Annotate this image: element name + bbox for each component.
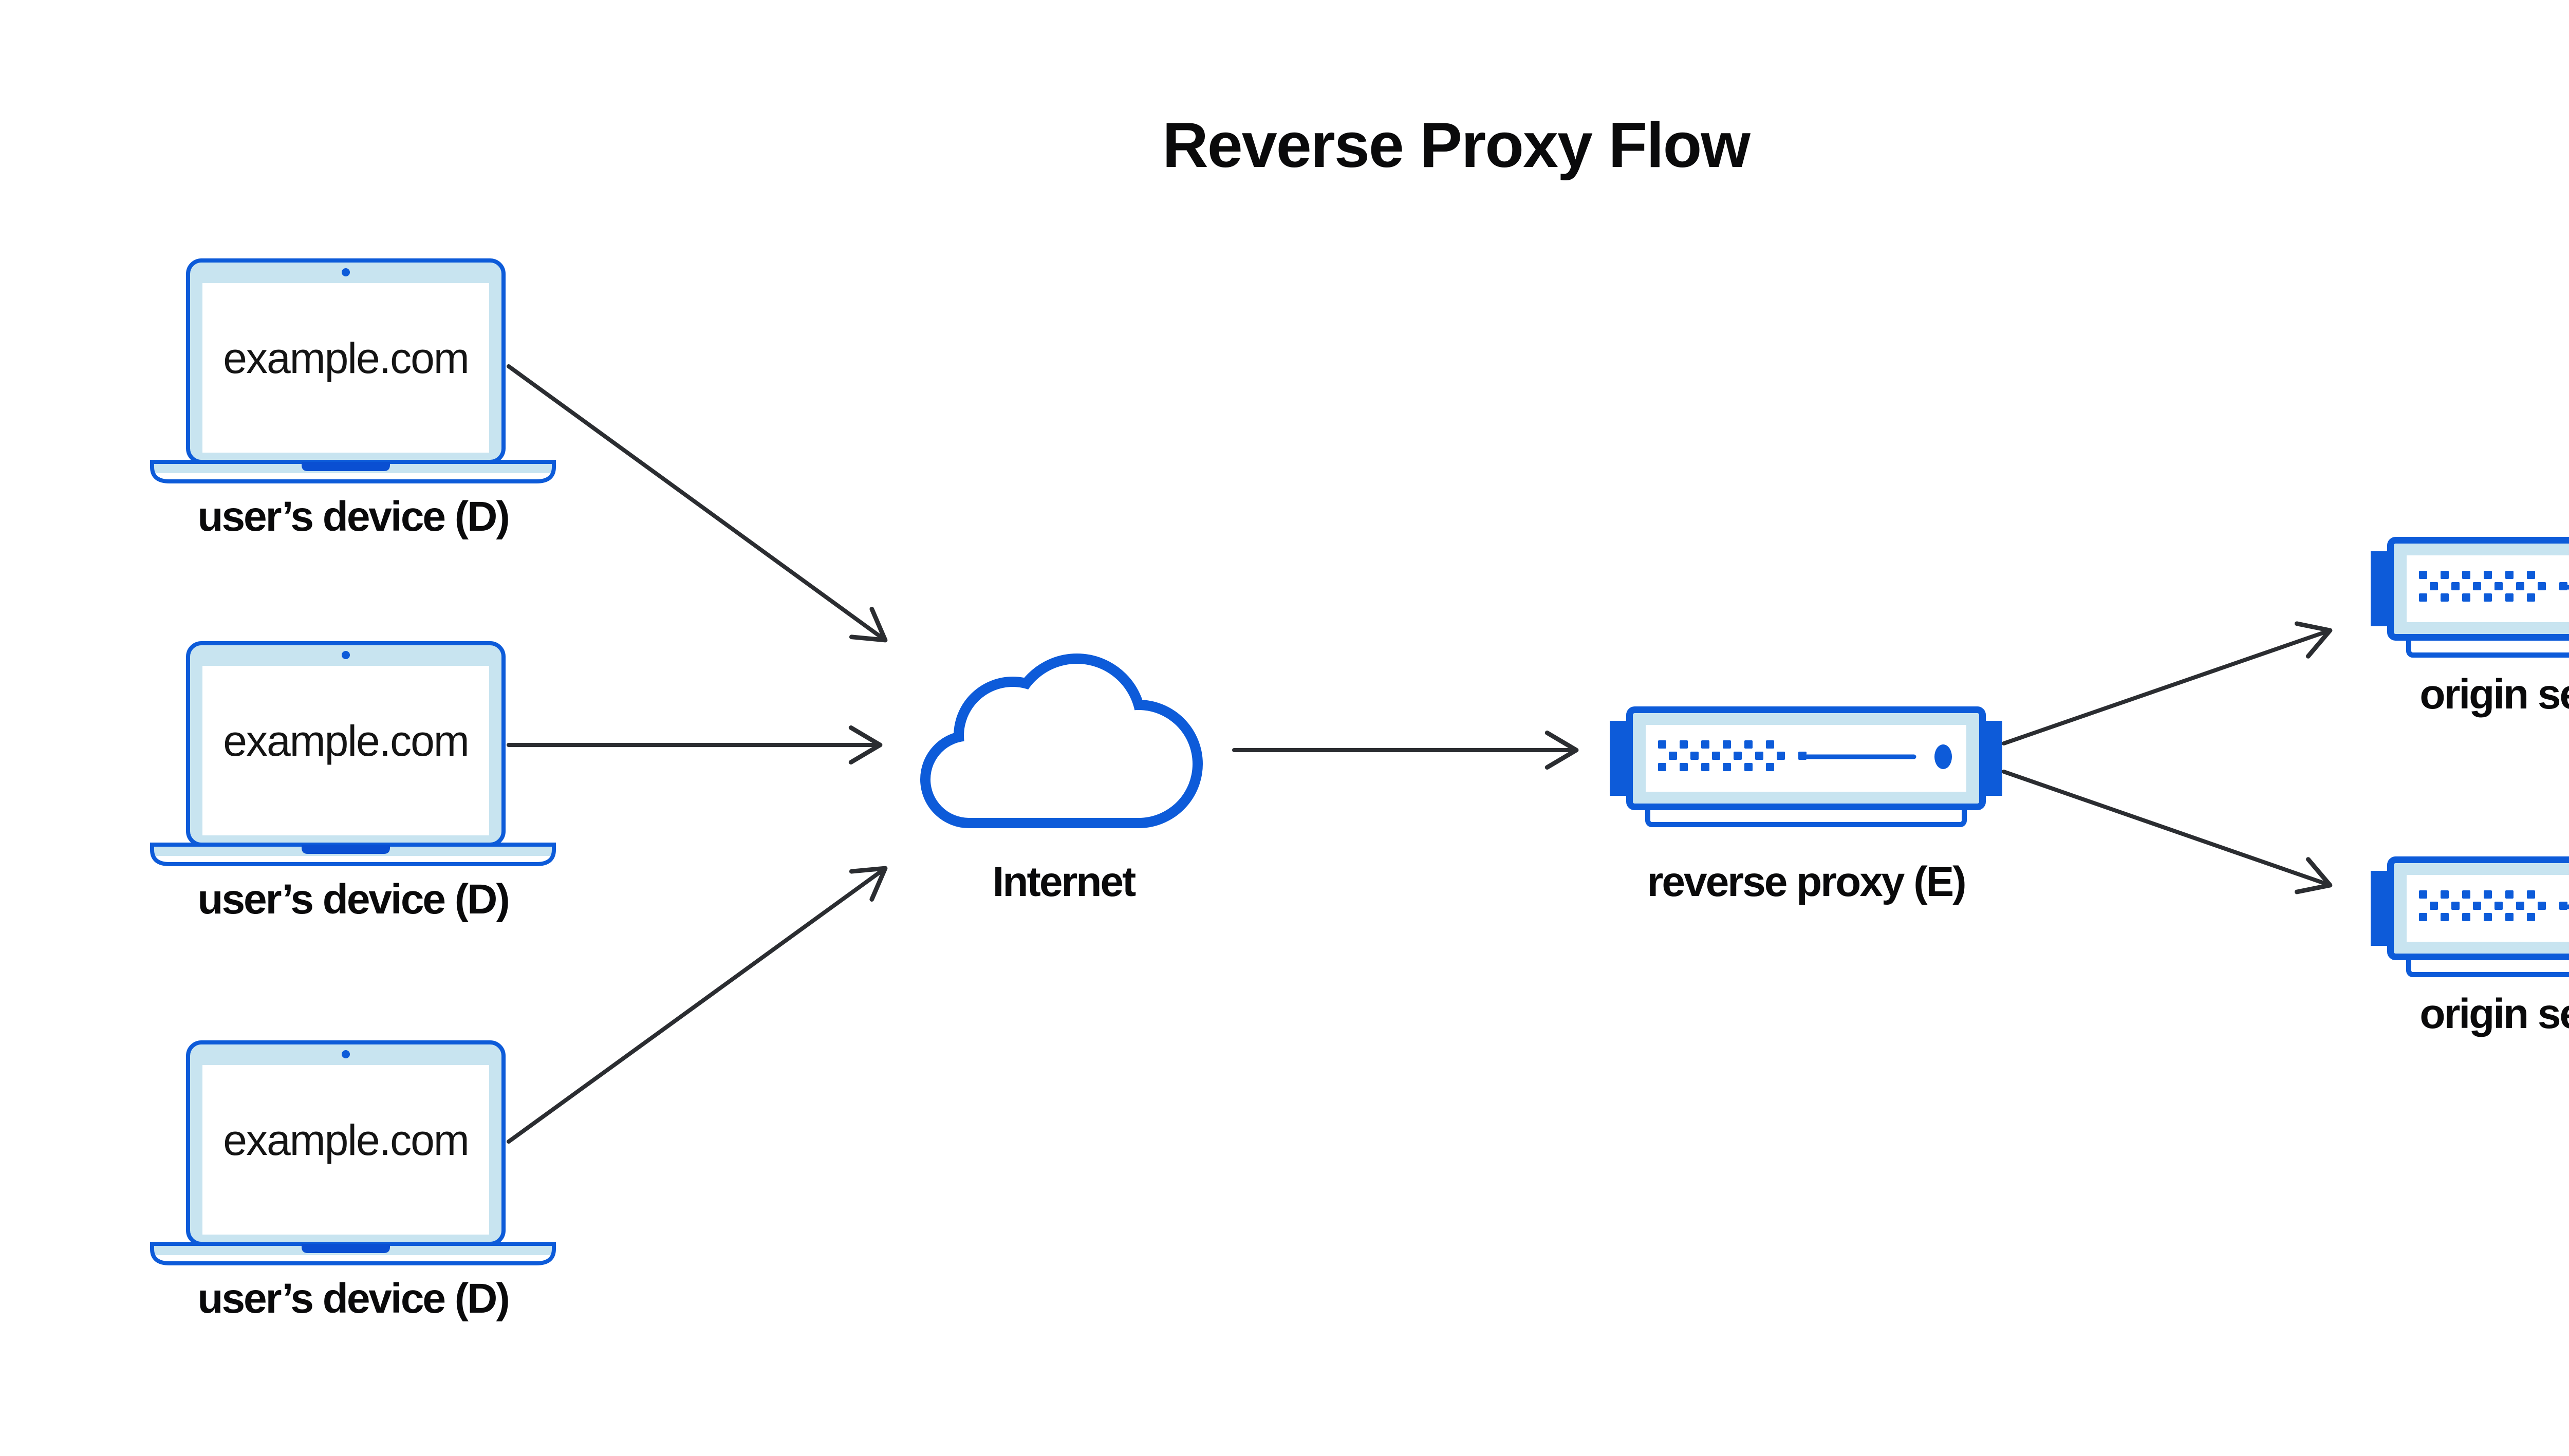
device2-screen-url: example.com [223, 717, 470, 765]
server-icon-origin-server-2 [2371, 860, 2569, 975]
arrow-proxy-to-origin2 [2002, 770, 2333, 894]
server-icon-reverse-proxy [1610, 710, 2002, 825]
arrow-device1-to-internet [507, 364, 888, 643]
device2-label: user’s device (D) [197, 876, 510, 923]
arrow-device3-to-internet [507, 866, 888, 1144]
cloud-icon [920, 654, 1203, 828]
arrow-proxy-to-origin1 [2002, 621, 2333, 745]
origin-server1-label: origin server (F) [2419, 671, 2569, 718]
flow-arrows [507, 364, 2333, 1144]
server-icon-origin-server-1 [2371, 540, 2569, 656]
diagram-title: Reverse Proxy Flow [1162, 110, 1751, 181]
reverse-proxy-label: reverse proxy (E) [1647, 858, 1966, 905]
device1-label: user’s device (D) [197, 493, 510, 540]
device1-screen-url: example.com [223, 334, 470, 382]
internet-label: Internet [992, 858, 1137, 905]
device3-screen-url: example.com [223, 1116, 470, 1164]
device3-label: user’s device (D) [197, 1275, 510, 1322]
origin-server2-label: origin server (F) [2419, 991, 2569, 1037]
